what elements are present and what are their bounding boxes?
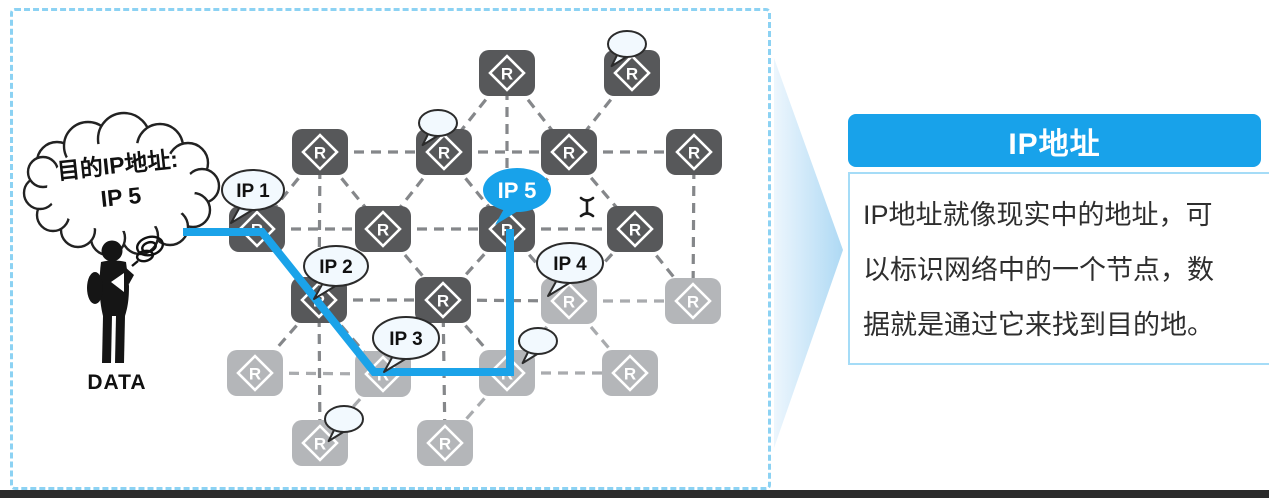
person-icon (87, 240, 134, 363)
speech-bubbles: IP 1 IP 2 IP 3 IP 4 IP 5 (221, 30, 647, 443)
svg-text:IP 3: IP 3 (389, 329, 422, 350)
chevron-arrow (774, 58, 843, 448)
bottom-bar (0, 490, 1269, 498)
panel-body-line: 以标识网络中的一个节点，数 (863, 255, 1214, 285)
bubble-ip4: IP 4 (536, 242, 604, 297)
confused-scribble-icon (131, 235, 165, 267)
network-edge (317, 299, 322, 444)
empty-speech-bubble (418, 109, 458, 147)
panel-body-line: IP地址就像现实中的地址，可 (863, 200, 1213, 230)
panel-title: IP地址 (1008, 127, 1101, 161)
svg-text:IP 2: IP 2 (319, 257, 352, 278)
empty-speech-bubble (607, 30, 647, 68)
panel-header: IP地址 (848, 114, 1261, 167)
bubble-ip1: IP 1 (221, 169, 285, 224)
thought-cloud (22, 111, 221, 257)
svg-text:IP 1: IP 1 (236, 181, 270, 202)
data-label: DATA (87, 371, 147, 394)
svg-text:IP 4: IP 4 (553, 254, 587, 275)
svg-text:IP 5: IP 5 (498, 178, 537, 203)
empty-speech-bubble (324, 405, 364, 443)
text-cursor (579, 196, 595, 218)
empty-speech-bubble (518, 327, 558, 365)
panel-body: IP地址就像现实中的地址，可 以标识网络中的一个节点，数 据就是通过它来找到目的… (848, 172, 1269, 365)
network-edge (691, 151, 696, 302)
panel-body-line: 据就是通过它来找到目的地。 (863, 310, 1214, 340)
bubble-ip3: IP 3 (372, 316, 440, 373)
bubble-ip5: IP 5 (483, 168, 551, 225)
